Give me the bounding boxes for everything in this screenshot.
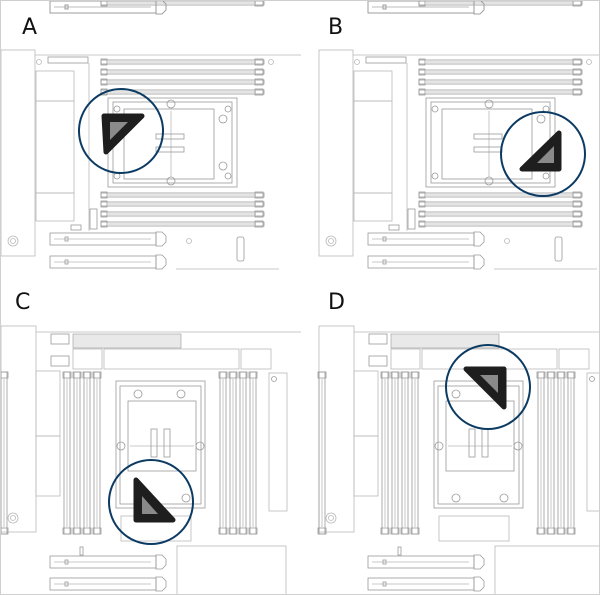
panel-b-callout-circle (500, 111, 586, 197)
panel-d-callout-circle (445, 344, 531, 430)
panel-c-label: C (15, 290, 31, 315)
panel-b-triangle-marker-icon (519, 130, 562, 172)
panel-c-callout-circle (108, 459, 194, 545)
panel-a-board (1, 1, 301, 269)
panel-d-triangle-marker-icon (463, 366, 507, 410)
panel-a-label: A (22, 15, 38, 40)
panel-a-triangle-marker-icon (101, 113, 145, 155)
panel-a-callout-circle (78, 88, 164, 174)
panel-b-label: B (328, 15, 344, 40)
panel-d-label: D (328, 290, 345, 315)
panel-c-triangle-marker-icon (133, 477, 176, 523)
